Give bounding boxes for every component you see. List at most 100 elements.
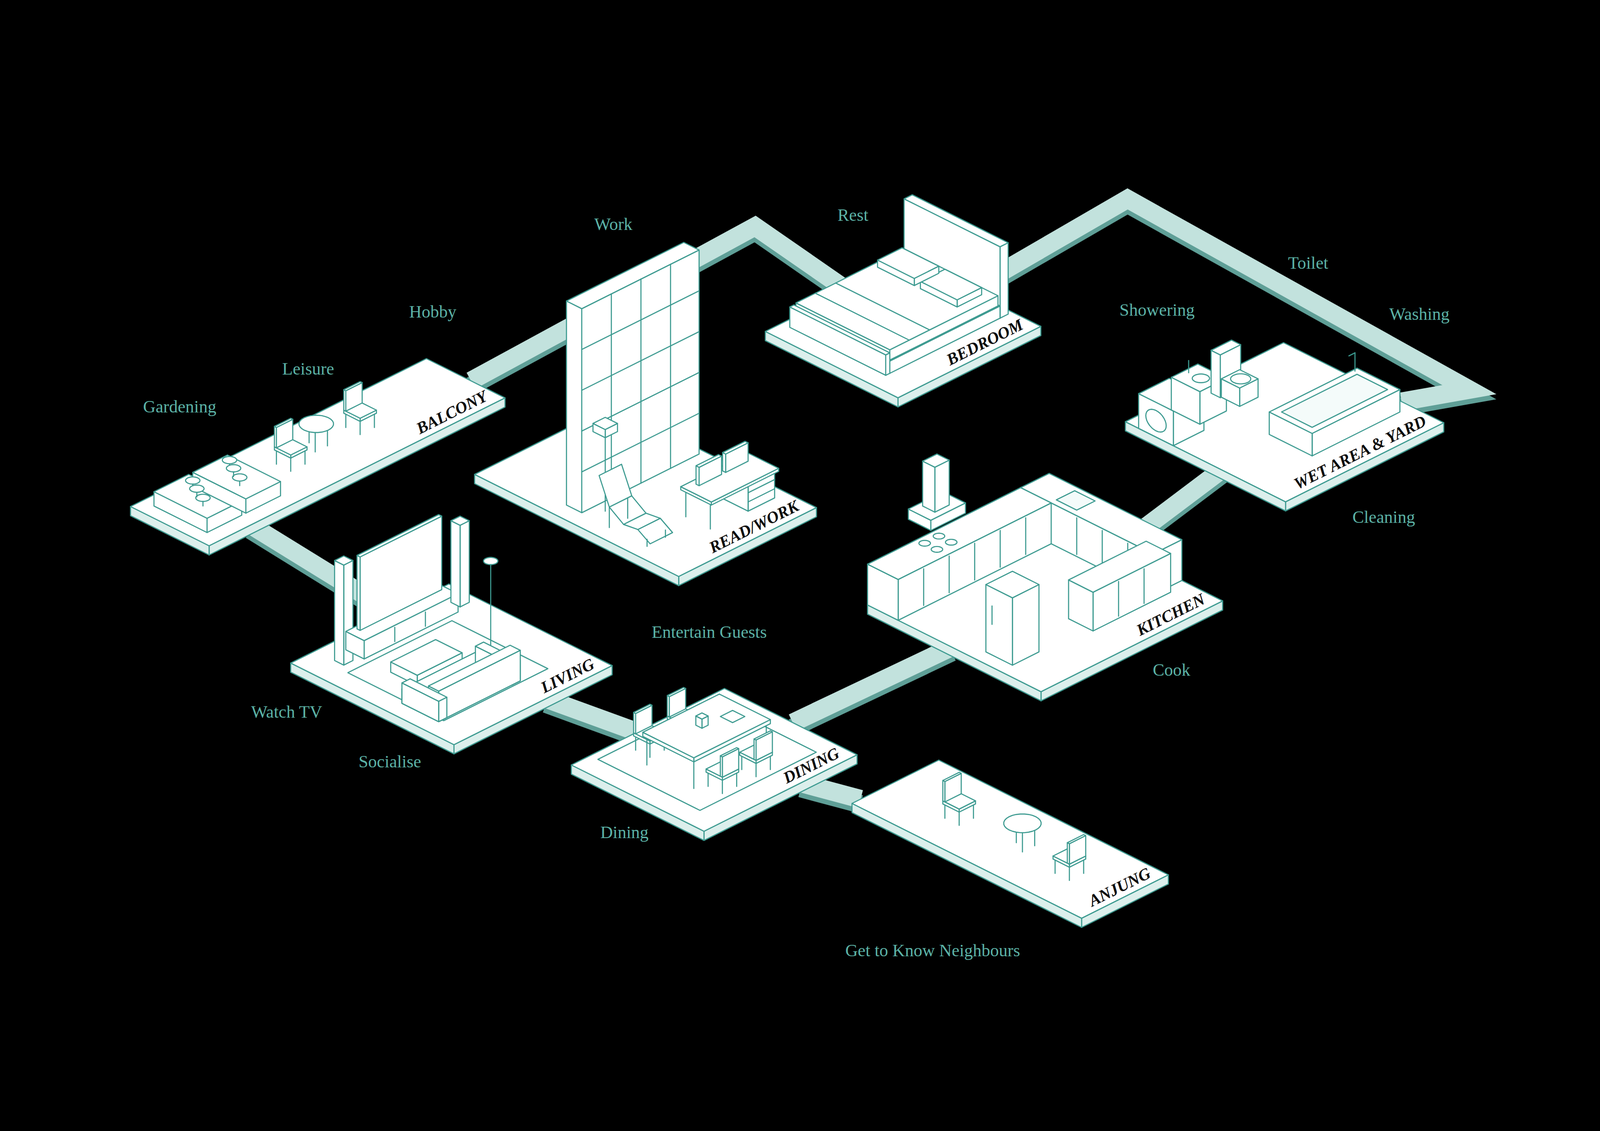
room-node: WET AREA & YARD <box>1125 342 1444 512</box>
chair-leg <box>721 779 723 794</box>
cabinet-line <box>1143 569 1145 604</box>
island-counter <box>1068 541 1171 593</box>
duvet-line <box>835 282 930 330</box>
cabinet-line <box>973 543 975 581</box>
cabinet-line <box>922 569 924 606</box>
plant-leaf <box>232 474 248 482</box>
toilet-seat <box>1230 374 1251 385</box>
cabinet-line <box>424 612 426 627</box>
activity-label: Dining <box>600 823 649 843</box>
desk-leg <box>684 490 686 517</box>
activity-label: Leisure <box>282 359 335 379</box>
chair-leg <box>944 804 946 819</box>
activity-label: Get to Know Neighbours <box>845 941 1020 961</box>
chair-leg <box>741 755 743 770</box>
bath-faucet <box>1354 353 1356 372</box>
activity-label: Socialise <box>358 752 422 772</box>
room-platform <box>571 688 858 832</box>
footboard <box>789 305 890 356</box>
activity-label: Gardening <box>143 397 217 417</box>
basin <box>1192 374 1210 383</box>
room-drawing <box>571 687 858 841</box>
washer-door <box>1145 409 1167 433</box>
chair-leg <box>646 539 648 547</box>
cabinet-line <box>999 530 1001 568</box>
room-drawing <box>474 242 817 586</box>
chair-back <box>753 731 773 741</box>
chair-back <box>942 780 946 802</box>
chair-leg <box>608 507 610 528</box>
chair-back <box>633 712 636 735</box>
toilet-tank <box>1211 350 1221 398</box>
tv-screen <box>357 514 443 558</box>
cabinet-line <box>1117 581 1119 617</box>
chair-back <box>633 704 652 714</box>
lamp-pole <box>604 429 606 512</box>
chair-leg <box>290 457 292 472</box>
speaker <box>450 520 461 607</box>
fridge-handle <box>991 606 993 625</box>
activity-label: Showering <box>1119 300 1195 320</box>
connector-band <box>969 198 1470 402</box>
monitor <box>695 454 722 468</box>
bathtub-inner <box>1281 374 1388 428</box>
activity-label: Entertain Guests <box>651 622 767 643</box>
activity-label: Work <box>594 214 633 235</box>
chair-back <box>720 747 739 758</box>
burner <box>918 540 931 547</box>
monitor <box>695 465 700 487</box>
chair-leg <box>736 772 738 787</box>
bookshelf <box>566 242 700 309</box>
cabinet-line <box>1076 517 1078 555</box>
lamp-shade <box>592 417 618 430</box>
chair-leg <box>972 804 974 819</box>
footboard <box>789 307 886 376</box>
counter <box>867 487 1051 580</box>
rug <box>597 701 817 811</box>
chair-back <box>942 772 962 782</box>
activity-label: Hobby <box>409 302 457 322</box>
plant-leaf <box>226 464 241 472</box>
speaker <box>334 560 344 666</box>
room-drawing <box>1125 340 1444 512</box>
table-leg <box>646 736 648 766</box>
burner <box>945 539 957 546</box>
cabinet-line <box>1101 530 1103 568</box>
chair-back <box>343 381 362 391</box>
room-platform <box>852 760 1169 919</box>
burner <box>930 546 943 553</box>
headboard <box>999 242 1009 319</box>
room-node: ANJUNG <box>852 760 1169 928</box>
chair-leg <box>707 772 709 787</box>
kitchen-sink <box>1056 490 1095 511</box>
bath-faucet <box>1349 353 1355 357</box>
room-drawing <box>290 514 612 754</box>
pillow <box>877 247 939 279</box>
activity-label: Rest <box>837 205 869 225</box>
room-node: DINING <box>571 688 858 841</box>
burner <box>932 533 945 540</box>
book <box>720 710 746 723</box>
plant-leaf <box>185 476 200 485</box>
plant-leaf <box>189 485 205 493</box>
chair-back <box>274 418 293 428</box>
speaker <box>460 520 470 607</box>
desk-leg <box>709 502 711 529</box>
hood-chimney <box>922 461 935 513</box>
chair-leg <box>1082 859 1084 874</box>
faucet <box>1188 360 1190 373</box>
sofa-back <box>428 645 521 692</box>
shelf-line <box>610 293 612 498</box>
chair-leg <box>769 755 771 770</box>
activity-label: Cleaning <box>1352 507 1415 528</box>
chair-leg <box>373 413 375 428</box>
monitor <box>722 452 726 473</box>
chair-back <box>274 426 277 449</box>
room-platform <box>130 358 506 546</box>
table-leg <box>693 760 695 790</box>
room-node: READ/WORK <box>474 405 817 586</box>
chair-leg <box>958 811 960 826</box>
chair-leg <box>345 413 347 428</box>
bookshelf <box>566 301 582 513</box>
